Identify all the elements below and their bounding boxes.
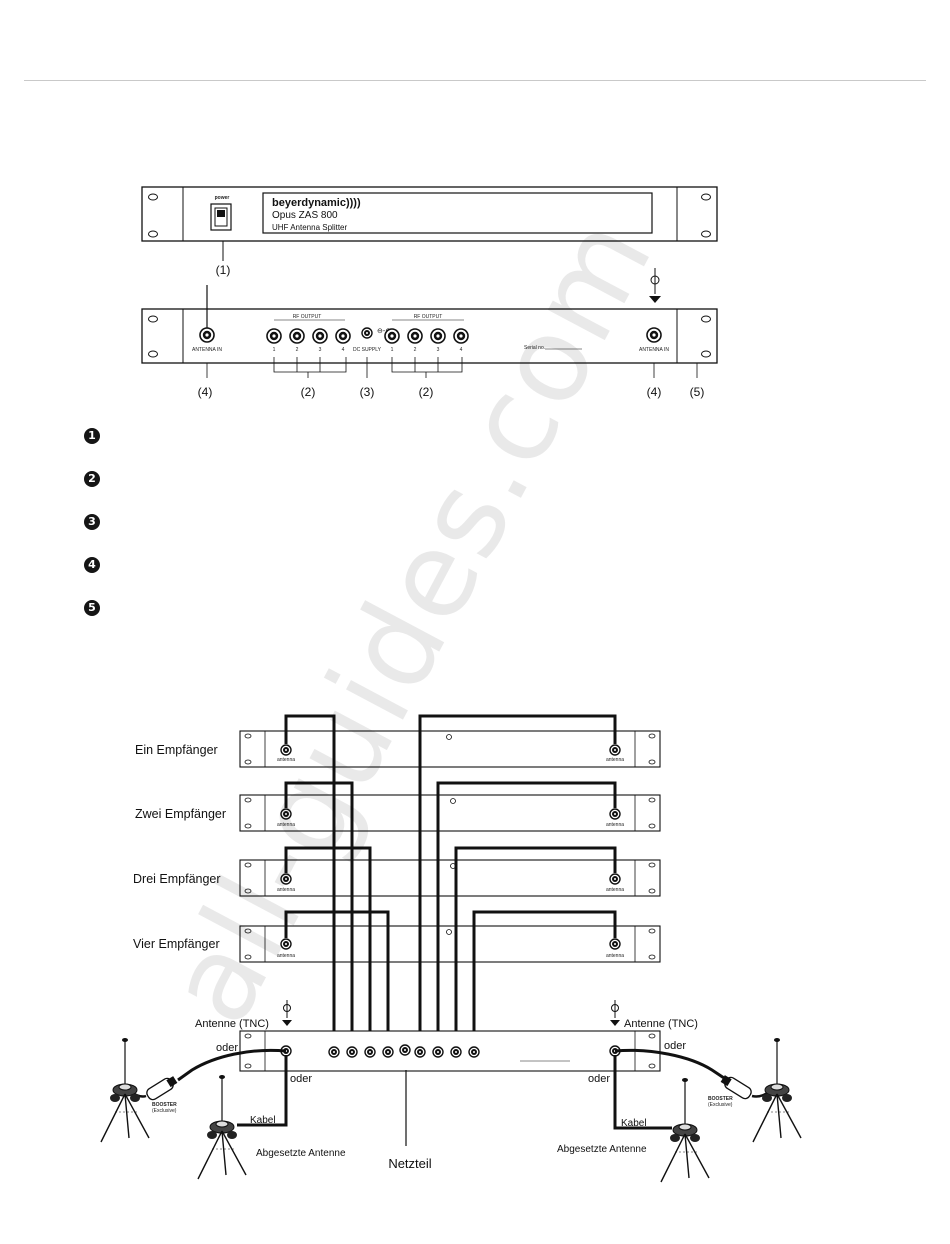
list-number-2: 2 [84, 471, 100, 487]
rf-output-a4-number: 4 [342, 347, 345, 353]
brand-name: beyerdynamic)))) [272, 197, 361, 209]
cables [284, 714, 617, 1046]
jack-label: antenna [606, 757, 624, 763]
rf-output-a3[interactable] [312, 328, 328, 344]
oder-right-top: oder [664, 1040, 686, 1052]
oder-left-top: oder [216, 1042, 238, 1054]
rf-output-b1[interactable] [384, 328, 400, 344]
rf-output-b3-number: 3 [437, 347, 440, 353]
receiver-stack: antenna antenna antenna antenna [133, 730, 661, 963]
callout-3: (3) [360, 385, 375, 399]
receiver-label-three: Drei Empfänger [133, 872, 221, 886]
callout-2-right: (2) [419, 385, 434, 399]
antenna-tnc-right: Antenne (TNC) [624, 1018, 698, 1030]
rf-output-b4-number: 4 [460, 347, 463, 353]
rf-output-a1[interactable] [266, 328, 282, 344]
tripod-antenna-remote-right-icon [660, 1077, 710, 1183]
external-antennas: BOOSTER (Exclusive) Kabel Abgesetzte Ant… [100, 1037, 802, 1183]
jack-label: antenna [606, 887, 624, 893]
jack-label: antenna [277, 757, 295, 763]
receiver-label-two: Zwei Empfänger [135, 807, 226, 821]
rf-output-a2-number: 2 [296, 347, 299, 353]
receiver-label-four: Vier Empfänger [133, 937, 220, 951]
receiver-1: antenna antenna [239, 730, 661, 768]
kabel-right-label: Kabel [621, 1118, 647, 1129]
front-panel: power beyerdynamic)))) Opus ZAS 800 UHF … [141, 186, 718, 277]
rf-output-b3[interactable] [430, 328, 446, 344]
arrow-down-icon [649, 296, 661, 303]
rf-output-a2[interactable] [289, 328, 305, 344]
tripod-antenna-left-icon [100, 1037, 150, 1143]
rear-panel: ANTENNA IN RF OUTPUT 1 2 3 4 ⊖‑⊕ DC SUPP… [141, 268, 718, 399]
tripod-antenna-right-icon [752, 1037, 802, 1143]
antenna-tnc-left: Antenne (TNC) [195, 1018, 269, 1030]
antenna-in-left-connector[interactable] [199, 327, 215, 343]
jack-label: antenna [606, 953, 624, 959]
rf-output-b2[interactable] [407, 328, 423, 344]
list-number-4: 4 [84, 557, 100, 573]
model-name: Opus ZAS 800 [272, 210, 338, 221]
polarity-icon: ⊖‑⊕ [377, 328, 391, 335]
booster-left-sublabel: (Exclusive) [152, 1108, 177, 1114]
receiver-label-one: Ein Empfänger [135, 743, 218, 757]
serial-label: Serial no. [524, 345, 545, 351]
callout-4-right: (4) [647, 385, 662, 399]
rf-output-a3-number: 3 [319, 347, 322, 353]
tripod-antenna-remote-left-icon [197, 1074, 247, 1180]
rf-output-a-label: RF OUTPUT [293, 314, 322, 320]
netzteil-label: Netzteil [388, 1156, 431, 1171]
jack-label: antenna [277, 887, 295, 893]
list-number-3: 3 [84, 514, 100, 530]
rf-output-b-label: RF OUTPUT [414, 314, 443, 320]
list-number-5: 5 [84, 600, 100, 616]
rf-output-b2-number: 2 [414, 347, 417, 353]
callout-5: (5) [690, 385, 705, 399]
remote-antenna-right-label: Abgesetzte Antenne [557, 1144, 647, 1155]
display-window [262, 192, 653, 234]
arrow-down-icon [610, 1020, 620, 1026]
booster-right-sublabel: (Exclusive) [708, 1102, 733, 1108]
oder-left-bottom: oder [290, 1073, 312, 1085]
rf-output-a1-number: 1 [273, 347, 276, 353]
callout-4-left: (4) [198, 385, 213, 399]
antenna-in-right-label: ANTENNA IN [639, 347, 669, 353]
product-subtitle: UHF Antenna Splitter [272, 223, 347, 232]
splitter-unit: Netzteil Antenne (TNC) oder oder Antenne… [195, 1000, 698, 1171]
list-number-1: 1 [84, 428, 100, 444]
kabel-left-label: Kabel [250, 1115, 276, 1126]
dc-supply-connector[interactable] [361, 327, 373, 339]
booster-left-label: BOOSTER [152, 1102, 177, 1108]
jack-label: antenna [277, 953, 295, 959]
booster-right-label: BOOSTER [708, 1096, 733, 1102]
callout-2-left: (2) [301, 385, 316, 399]
top-rule [24, 80, 926, 81]
remote-antenna-left-label: Abgesetzte Antenne [256, 1148, 346, 1159]
receiver-2: antenna antenna [239, 794, 661, 832]
callout-1: (1) [216, 263, 231, 277]
jack-label: antenna [606, 822, 624, 828]
antenna-in-left-label: ANTENNA IN [192, 347, 222, 353]
receiver-3: antenna antenna [239, 859, 661, 897]
rf-output-b4[interactable] [453, 328, 469, 344]
rf-output-b1-number: 1 [391, 347, 394, 353]
dc-supply-label: DC SUPPLY [353, 347, 382, 353]
rf-output-a4[interactable] [335, 328, 351, 344]
arrow-down-icon [282, 1020, 292, 1026]
oder-right-bottom: oder [588, 1073, 610, 1085]
jack-label: antenna [277, 822, 295, 828]
antenna-in-right-connector[interactable] [646, 327, 662, 343]
receiver-4: antenna antenna [239, 925, 661, 963]
power-label: power [215, 195, 230, 201]
